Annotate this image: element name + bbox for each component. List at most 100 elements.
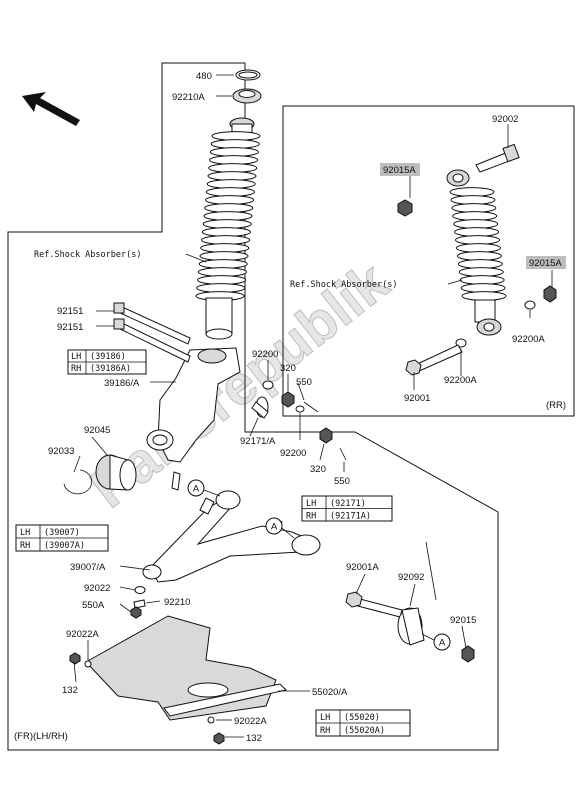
label-92092: 92092 [398, 572, 424, 583]
coil [450, 195, 496, 205]
circle-a-label: A [193, 484, 200, 495]
label-39007A: 39007/A [70, 562, 106, 573]
svg-text:RH: RH [320, 726, 330, 736]
coil [204, 203, 254, 213]
label-320: 320 [280, 363, 296, 374]
ref-shock-absorber-label: Ref.Shock Absorber(s) [34, 250, 141, 260]
coil [205, 195, 255, 205]
svg-text:(39007A): (39007A) [44, 541, 85, 551]
coil [454, 227, 500, 237]
coil [201, 227, 251, 237]
circle-a-label: A [271, 522, 278, 533]
label-92200: 92200 [280, 448, 306, 459]
rr-frame [282, 105, 575, 417]
coil [459, 275, 505, 285]
coil [197, 275, 247, 285]
label-92002: 92002 [492, 114, 518, 125]
svg-text:(55020): (55020) [344, 713, 380, 723]
direction-arrow-icon [22, 92, 80, 126]
coil [209, 155, 259, 165]
label-92015A: 92015A [529, 258, 562, 269]
arm-bolt-assembly [345, 591, 475, 663]
coil [207, 171, 257, 181]
coil [209, 147, 259, 157]
label-92015: 92015 [450, 615, 476, 626]
label-480: 480 [196, 71, 212, 82]
label-92022A: 92022A [234, 716, 267, 727]
label-92210: 92210 [164, 597, 190, 608]
svg-text:RH: RH [71, 364, 81, 374]
label-92045: 92045 [84, 425, 110, 436]
label-92022: 92022 [84, 583, 110, 594]
label-92015A: 92015A [383, 165, 416, 176]
svg-text:(55020A): (55020A) [344, 726, 385, 736]
coil [208, 163, 258, 173]
callout-a-markers [187, 479, 451, 651]
tag-92015A-top [380, 163, 420, 176]
svg-text:(92171A): (92171A) [330, 512, 371, 522]
svg-text:(39007): (39007) [44, 528, 80, 538]
label-92001A: 92001A [346, 562, 379, 573]
label-550: 550 [296, 377, 312, 388]
coil [202, 219, 252, 229]
coil [198, 259, 248, 269]
coil [461, 291, 507, 301]
svg-text:RH: RH [306, 512, 316, 522]
coil [197, 267, 247, 277]
svg-text:LH: LH [71, 352, 81, 362]
label-55020A: 55020/A [312, 687, 348, 698]
coil [458, 267, 504, 277]
label-92210A: 92210A [172, 92, 205, 103]
tag-92015A-right [526, 256, 566, 269]
table-arm: LH (39007) RH (39007A) [15, 524, 109, 552]
circlip [63, 469, 93, 495]
frame-note-rr: (RR) [546, 400, 566, 411]
svg-text:(39186A): (39186A) [90, 364, 131, 374]
coil [210, 139, 260, 149]
label-92001: 92001 [404, 393, 430, 404]
label-92033: 92033 [48, 446, 74, 457]
label-39186A: 39186/A [104, 378, 140, 389]
label-550A: 550A [82, 600, 105, 611]
coil [455, 235, 501, 245]
label-92151: 92151 [57, 306, 83, 317]
coil [201, 235, 251, 245]
frame-note-fr: (FR)(LH/RH) [14, 731, 68, 742]
skid-guard [69, 615, 287, 745]
coil [205, 187, 255, 197]
label-550: 550 [334, 476, 350, 487]
table-guard: LH (55020) RH (55020A) [315, 709, 411, 737]
svg-text:(92171): (92171) [330, 499, 366, 509]
svg-text:LH: LH [306, 499, 316, 509]
label-92151: 92151 [57, 322, 83, 333]
rr-shock-absorber [397, 143, 557, 376]
label-320: 320 [310, 464, 326, 475]
ref-shock-absorber-label-rr: Ref.Shock Absorber(s) [290, 280, 397, 290]
part-labels: 480 92210A 92002 92015A 92015A 92200A 92… [48, 71, 566, 744]
coil [449, 187, 495, 197]
wheel-bearing [95, 454, 137, 491]
svg-text:RH: RH [20, 541, 30, 551]
a-arm [142, 490, 321, 583]
coil [211, 131, 261, 141]
coil [457, 259, 503, 269]
leader-lines [73, 74, 553, 738]
steering-knuckle [113, 302, 241, 491]
coil [460, 283, 506, 293]
coil [456, 251, 502, 261]
svg-text:(39186): (39186) [90, 352, 126, 362]
label-92171A: 92171/A [240, 436, 276, 447]
circle-a-label: A [439, 638, 446, 649]
table-knuckle: LH (39186) RH (39186A) [67, 349, 147, 375]
table-bracket: LH (92171) RH (92171A) [301, 495, 393, 522]
main-shock-absorber [195, 69, 262, 340]
svg-text:LH: LH [320, 713, 330, 723]
arm-hardware [130, 586, 146, 619]
coil [200, 243, 250, 253]
label-92022A: 92022A [66, 629, 99, 640]
coil [455, 243, 501, 253]
svg-text:LH: LH [20, 528, 30, 538]
coil [199, 251, 249, 261]
label-132: 132 [246, 733, 262, 744]
